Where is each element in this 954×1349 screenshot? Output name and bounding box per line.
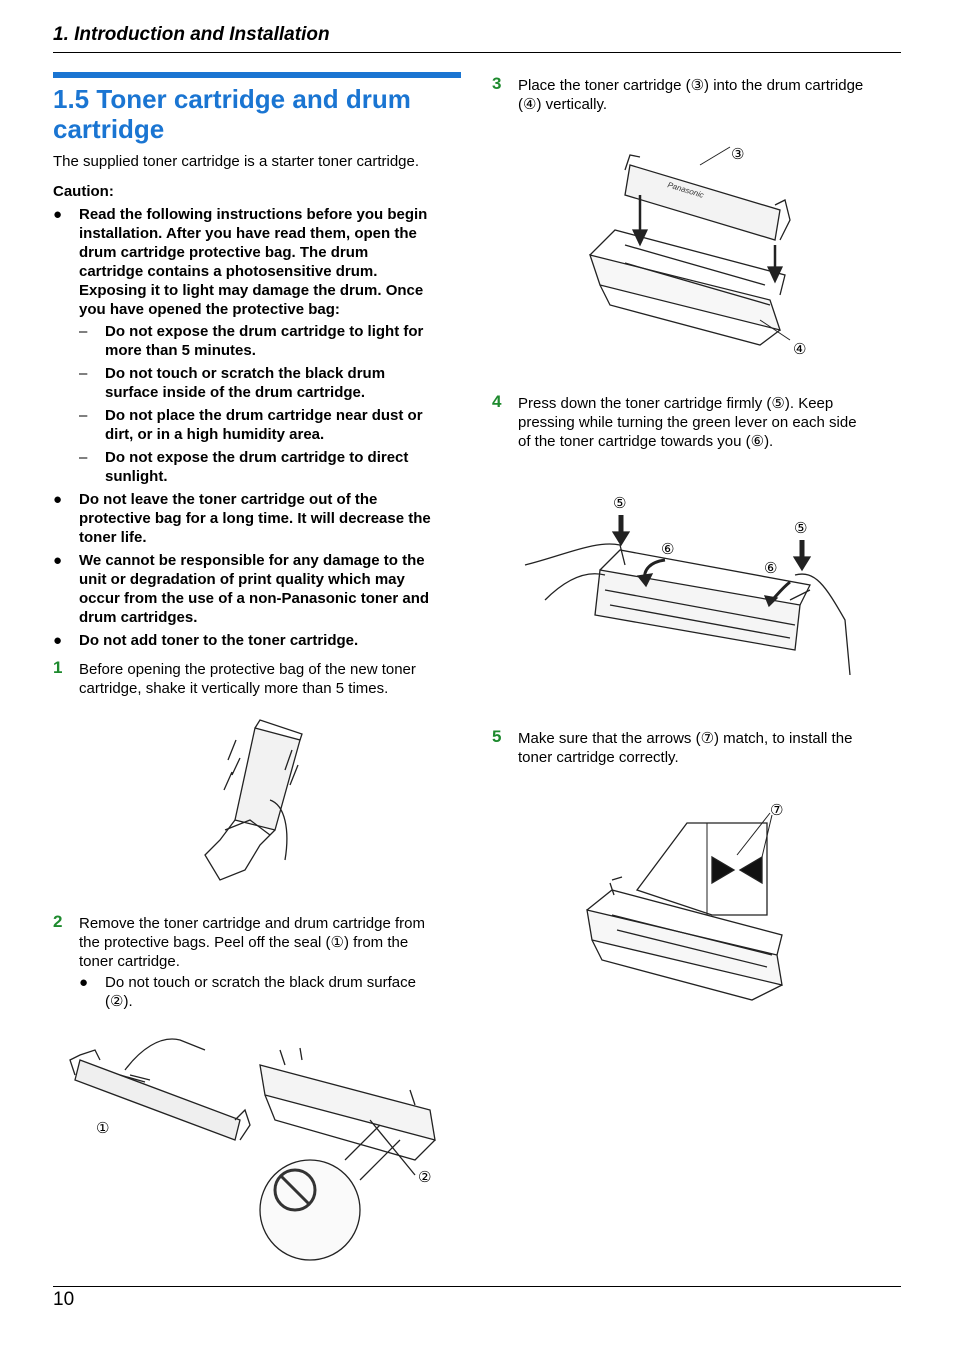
section-accent-bar xyxy=(53,72,461,78)
callout-6-left: ⑥ xyxy=(661,540,674,558)
text-line: installation. After you have read them, … xyxy=(79,225,417,242)
arrows-match-illustration: ⑦ xyxy=(586,801,783,1001)
header-rule xyxy=(53,52,901,53)
running-header: 1. Introduction and Installation xyxy=(53,24,330,45)
text-line: Do not touch or scratch the black drum s… xyxy=(105,974,416,991)
callout-7: ⑦ xyxy=(770,801,783,819)
text-line: toner cartridge correctly. xyxy=(518,749,679,766)
text-line: sunlight. xyxy=(105,468,168,485)
text-line: toner cartridge. xyxy=(79,953,180,970)
step-5-text: Make sure that the arrows (⑦) match, to … xyxy=(518,729,918,767)
text-line: the protective bags. Peel off the seal (… xyxy=(79,934,409,951)
text-line: (④) vertically. xyxy=(518,96,608,113)
caution-sub-4: – Do not expose the drum cartridge to di… xyxy=(79,448,469,486)
text-line: cartridge contains a photosensitive drum… xyxy=(79,263,378,280)
caution-bullet-2: ● Do not leave the toner cartridge out o… xyxy=(53,490,465,547)
text-line: Do not expose the drum cartridge to ligh… xyxy=(105,323,424,340)
page-number: 10 xyxy=(53,1289,75,1310)
callout-3: ③ xyxy=(731,145,744,163)
bullet-dot: ● xyxy=(53,206,63,223)
callout-2: ② xyxy=(418,1168,431,1186)
bullet-dot: ● xyxy=(53,552,63,569)
text-line: Read the following instructions before y… xyxy=(79,206,428,223)
text-line: Do not place the drum cartridge near dus… xyxy=(105,407,423,424)
remove-seal-illustration: ① ② xyxy=(69,1038,436,1261)
step-4-number: 4 xyxy=(492,392,502,411)
section-title-line1: 1.5 Toner cartridge and drum xyxy=(53,84,411,114)
section-title: 1.5 Toner cartridge and drum cartridge xyxy=(53,84,461,144)
text-line: Exposing it to light may damage the drum… xyxy=(79,282,424,299)
text-line: of the toner cartridge towards you (⑥). xyxy=(518,433,774,450)
text-line: Do not add toner to the toner cartridge. xyxy=(79,632,359,649)
step-2-number: 2 xyxy=(53,912,63,931)
text-line: you have opened the protective bag: xyxy=(79,301,340,318)
step-1-number: 1 xyxy=(53,658,63,677)
caution-label: Caution: xyxy=(53,183,114,200)
text-line: Remove the toner cartridge and drum cart… xyxy=(79,915,425,932)
caution-bullet-4: ● Do not add toner to the toner cartridg… xyxy=(53,631,465,650)
text-line: cartridge, shake it vertically more than… xyxy=(79,680,389,697)
caution-sub-2: – Do not touch or scratch the black drum… xyxy=(79,364,469,402)
intro-text: The supplied toner cartridge is a starte… xyxy=(53,153,420,170)
text-line: drum cartridge protective bag. The drum xyxy=(79,244,369,261)
caution-sub-3: – Do not place the drum cartridge near d… xyxy=(79,406,469,444)
text-line: (②). xyxy=(105,993,133,1010)
callout-5-right: ⑤ xyxy=(794,519,807,537)
callout-6-right: ⑥ xyxy=(764,559,777,577)
section-title-line2: cartridge xyxy=(53,114,165,144)
text-line: Before opening the protective bag of the… xyxy=(79,661,416,678)
step-3-number: 3 xyxy=(492,74,502,93)
text-line: unit or degradation of print quality whi… xyxy=(79,571,405,588)
bullet-dot: ● xyxy=(79,974,89,991)
callout-4: ④ xyxy=(793,340,806,358)
shake-cartridge-illustration xyxy=(204,719,303,881)
insert-toner-illustration: Panasonic ③ ④ xyxy=(589,145,806,358)
caution-bullet-3: ● We cannot be responsible for any damag… xyxy=(53,551,465,627)
text-line: surface inside of the drum cartridge. xyxy=(105,384,366,401)
text-line: Do not expose the drum cartridge to dire… xyxy=(105,449,409,466)
caution-bullet-1: ● Read the following instructions before… xyxy=(53,205,463,319)
text-line: protective bag for a long time. It will … xyxy=(79,510,431,527)
text-line: occur from the use of a non-Panasonic to… xyxy=(79,590,430,607)
press-toner-illustration: ⑤ ⑤ ⑥ ⑥ xyxy=(524,494,851,676)
callout-5-left: ⑤ xyxy=(613,494,626,512)
step-1-text: Before opening the protective bag of the… xyxy=(79,660,469,698)
footer-rule xyxy=(53,1286,901,1287)
text-line: Place the toner cartridge (③) into the d… xyxy=(518,77,864,94)
text-line: drum cartridges. xyxy=(79,609,198,626)
text-line: dirt, or in a high humidity area. xyxy=(105,426,325,443)
step-2-subbullet: ● Do not touch or scratch the black drum… xyxy=(79,973,469,1011)
step-5-number: 5 xyxy=(492,727,502,746)
caution-sub-1: – Do not expose the drum cartridge to li… xyxy=(79,322,469,360)
text-line: more than 5 minutes. xyxy=(105,342,256,359)
step-3-text: Place the toner cartridge (③) into the d… xyxy=(518,76,908,114)
bullet-dot: ● xyxy=(53,632,63,649)
step-4-text: Press down the toner cartridge firmly (⑤… xyxy=(518,394,918,451)
text-line: Make sure that the arrows (⑦) match, to … xyxy=(518,730,853,747)
callout-1: ① xyxy=(96,1119,109,1137)
step-2-text: Remove the toner cartridge and drum cart… xyxy=(79,914,479,971)
text-line: We cannot be responsible for any damage … xyxy=(79,552,425,569)
text-line: Do not touch or scratch the black drum xyxy=(105,365,386,382)
text-line: Do not leave the toner cartridge out of … xyxy=(79,491,378,508)
bullet-dot: ● xyxy=(53,491,63,508)
text-line: toner life. xyxy=(79,529,147,546)
text-line: Press down the toner cartridge firmly (⑤… xyxy=(518,395,834,412)
text-line: pressing while turning the green lever o… xyxy=(518,414,857,431)
